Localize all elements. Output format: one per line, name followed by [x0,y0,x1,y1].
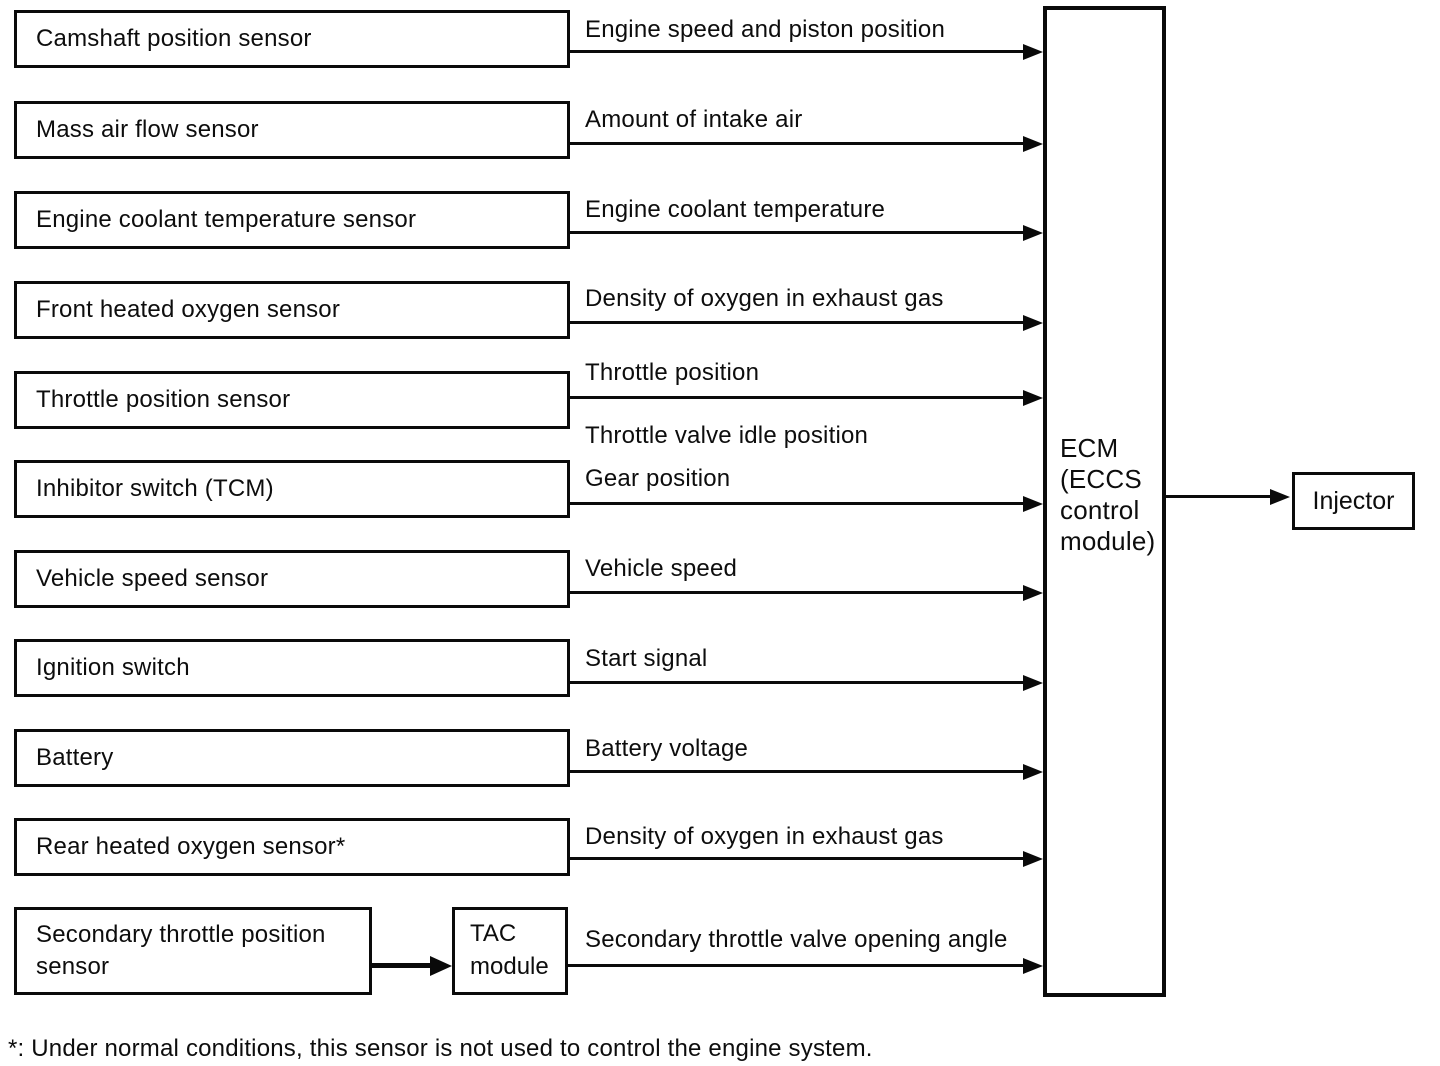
sensor-box-camshaft-position: Camshaft position sensor [14,10,570,68]
sensor-box-label: Mass air flow sensor [36,116,259,143]
sensor-box-label: Inhibitor switch (TCM) [36,475,274,502]
ecm-to-injector-arrow-line [1166,495,1272,498]
sensor-box-rear-oxygen: Rear heated oxygen sensor* [14,818,570,876]
tac-module-label: TAC module [470,920,549,980]
sensor-box-front-oxygen: Front heated oxygen sensor [14,281,570,339]
sensor-box-label: Battery [36,744,114,771]
secondary-to-tac-arrow-line [372,963,432,968]
sensor-box-ignition-switch: Ignition switch [14,639,570,697]
signal-label-oxygen-density-rear: Density of oxygen in exhaust gas [585,823,944,850]
sensor-box-secondary-throttle: Secondary throttle position sensor [14,907,372,995]
sensor-box-label: Engine coolant temperature sensor [36,206,417,233]
signal-label-intake-air: Amount of intake air [585,106,803,133]
sensor-box-label: Throttle position sensor [36,386,291,413]
signal-label-battery-voltage: Battery voltage [585,735,749,762]
signal-label-start-signal: Start signal [585,645,708,672]
arrowhead-icon [1023,315,1043,331]
sensor-box-label: Camshaft position sensor [36,25,312,52]
signal-label-throttle-idle-position: Throttle valve idle position [585,422,869,449]
signal-label-coolant-temperature: Engine coolant temperature [585,196,886,223]
signal-arrow-line [570,591,1025,594]
signal-arrow-line [570,857,1025,860]
signal-arrow-line [570,321,1025,324]
injector-box: Injector [1292,472,1415,530]
sensor-box-mass-air-flow: Mass air flow sensor [14,101,570,159]
sensor-box-label: Rear heated oxygen sensor* [36,833,346,860]
arrowhead-icon [1023,958,1043,974]
arrowhead-icon [1023,585,1043,601]
injector-label: Injector [1312,486,1395,515]
tac-module-box [452,907,568,995]
signal-arrow-line [570,770,1025,773]
sensor-box-label: Secondary throttle position sensor [36,921,326,980]
sensor-box-throttle-position: Throttle position sensor [14,371,570,429]
sensor-box-battery: Battery [14,729,570,787]
sensor-box-inhibitor-switch: Inhibitor switch (TCM) [14,460,570,518]
arrowhead-icon [1270,489,1290,505]
arrowhead-icon [1023,496,1043,512]
signal-label-throttle-position: Throttle position [585,359,760,386]
signal-arrow-line [568,964,1025,967]
signal-label-oxygen-density-front: Density of oxygen in exhaust gas [585,285,944,312]
signal-arrow-line [570,396,1025,399]
arrowhead-icon [430,956,452,976]
arrowhead-icon [1023,225,1043,241]
arrowhead-icon [1023,851,1043,867]
sensor-box-vehicle-speed: Vehicle speed sensor [14,550,570,608]
signal-arrow-line [570,142,1025,145]
signal-arrow-line [570,681,1025,684]
arrowhead-icon [1023,136,1043,152]
sensor-box-label: Front heated oxygen sensor [36,296,341,323]
signal-arrow-line [570,502,1025,505]
sensor-box-coolant-temperature: Engine coolant temperature sensor [14,191,570,249]
footnote: *: Under normal conditions, this sensor … [8,1035,873,1062]
signal-label-gear-position: Gear position [585,465,731,492]
arrowhead-icon [1023,675,1043,691]
signal-arrow-line [570,50,1025,53]
ecm-box [1043,6,1166,997]
signal-arrow-line [570,231,1025,234]
sensor-box-label: Ignition switch [36,654,190,681]
arrowhead-icon [1023,44,1043,60]
signal-label-engine-speed: Engine speed and piston position [585,16,946,43]
signal-label-vehicle-speed: Vehicle speed [585,555,738,582]
arrowhead-icon [1023,390,1043,406]
ecm-label: ECM (ECCS control module) [1060,433,1156,556]
arrowhead-icon [1023,764,1043,780]
signal-label-secondary-throttle-angle: Secondary throttle valve opening angle [585,926,1008,953]
sensor-box-label: Vehicle speed sensor [36,565,269,592]
